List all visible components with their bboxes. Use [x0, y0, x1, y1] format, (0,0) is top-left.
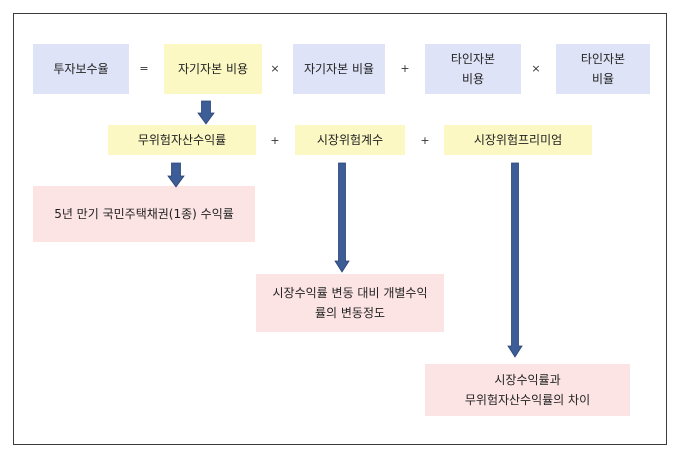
beta-detail-line1: 시장수익률 변동 대비 개별수익 — [272, 286, 428, 300]
debt-cost-label-line1: 타인자본 — [450, 52, 496, 66]
premium-detail-line2: 무위험자산수익률의 차이 — [464, 393, 591, 407]
arrow-riskfree-to-detail — [167, 162, 185, 188]
equals-sign: = — [139, 62, 149, 75]
market-premium-label: 시장위험프리미엄 — [473, 133, 563, 147]
premium-detail-line1: 시장수익률과 — [494, 373, 561, 387]
market-beta-box: 시장위험계수 — [295, 125, 405, 155]
market-beta-label: 시장위험계수 — [316, 133, 384, 147]
equity-cost-box: 자기자본 비용 — [164, 44, 262, 94]
arrow-equity-to-riskfree — [197, 100, 215, 125]
debt-cost-label-line2: 비용 — [461, 72, 485, 86]
risk-free-detail-box: 5년 만기 국민주택채권(1종) 수익률 — [33, 186, 255, 242]
equity-ratio-label: 자기자본 비율 — [303, 62, 375, 76]
multiply-sign-2: × — [531, 62, 541, 75]
debt-ratio-label-line2: 비율 — [591, 72, 615, 86]
risk-free-detail-label: 5년 만기 국민주택채권(1종) 수익률 — [54, 207, 234, 221]
risk-free-rate-box: 무위험자산수익률 — [108, 125, 256, 155]
debt-cost-box: 타인자본 비용 — [425, 44, 521, 94]
debt-ratio-box: 타인자본 비율 — [556, 44, 650, 94]
roi-label: 투자보수율 — [53, 62, 109, 76]
beta-detail-line2: 률의 변동정도 — [314, 306, 386, 320]
beta-detail-box: 시장수익률 변동 대비 개별수익 률의 변동정도 — [256, 274, 444, 332]
plus-sign: + — [400, 62, 410, 75]
roi-box: 투자보수율 — [33, 44, 129, 94]
multiply-sign-1: × — [270, 62, 280, 75]
arrow-beta-to-detail — [334, 162, 350, 273]
equity-cost-label: 자기자본 비용 — [177, 62, 249, 76]
equity-ratio-box: 자기자본 비율 — [293, 44, 385, 94]
market-premium-box: 시장위험프리미엄 — [444, 125, 592, 155]
arrow-premium-to-detail — [507, 162, 523, 358]
risk-free-rate-label: 무위험자산수익률 — [137, 133, 227, 147]
capm-plus-sign-2: + — [420, 134, 430, 147]
debt-ratio-label-line1: 타인자본 — [580, 52, 626, 66]
capm-plus-sign-1: + — [270, 134, 280, 147]
premium-detail-box: 시장수익률과 무위험자산수익률의 차이 — [425, 364, 630, 416]
